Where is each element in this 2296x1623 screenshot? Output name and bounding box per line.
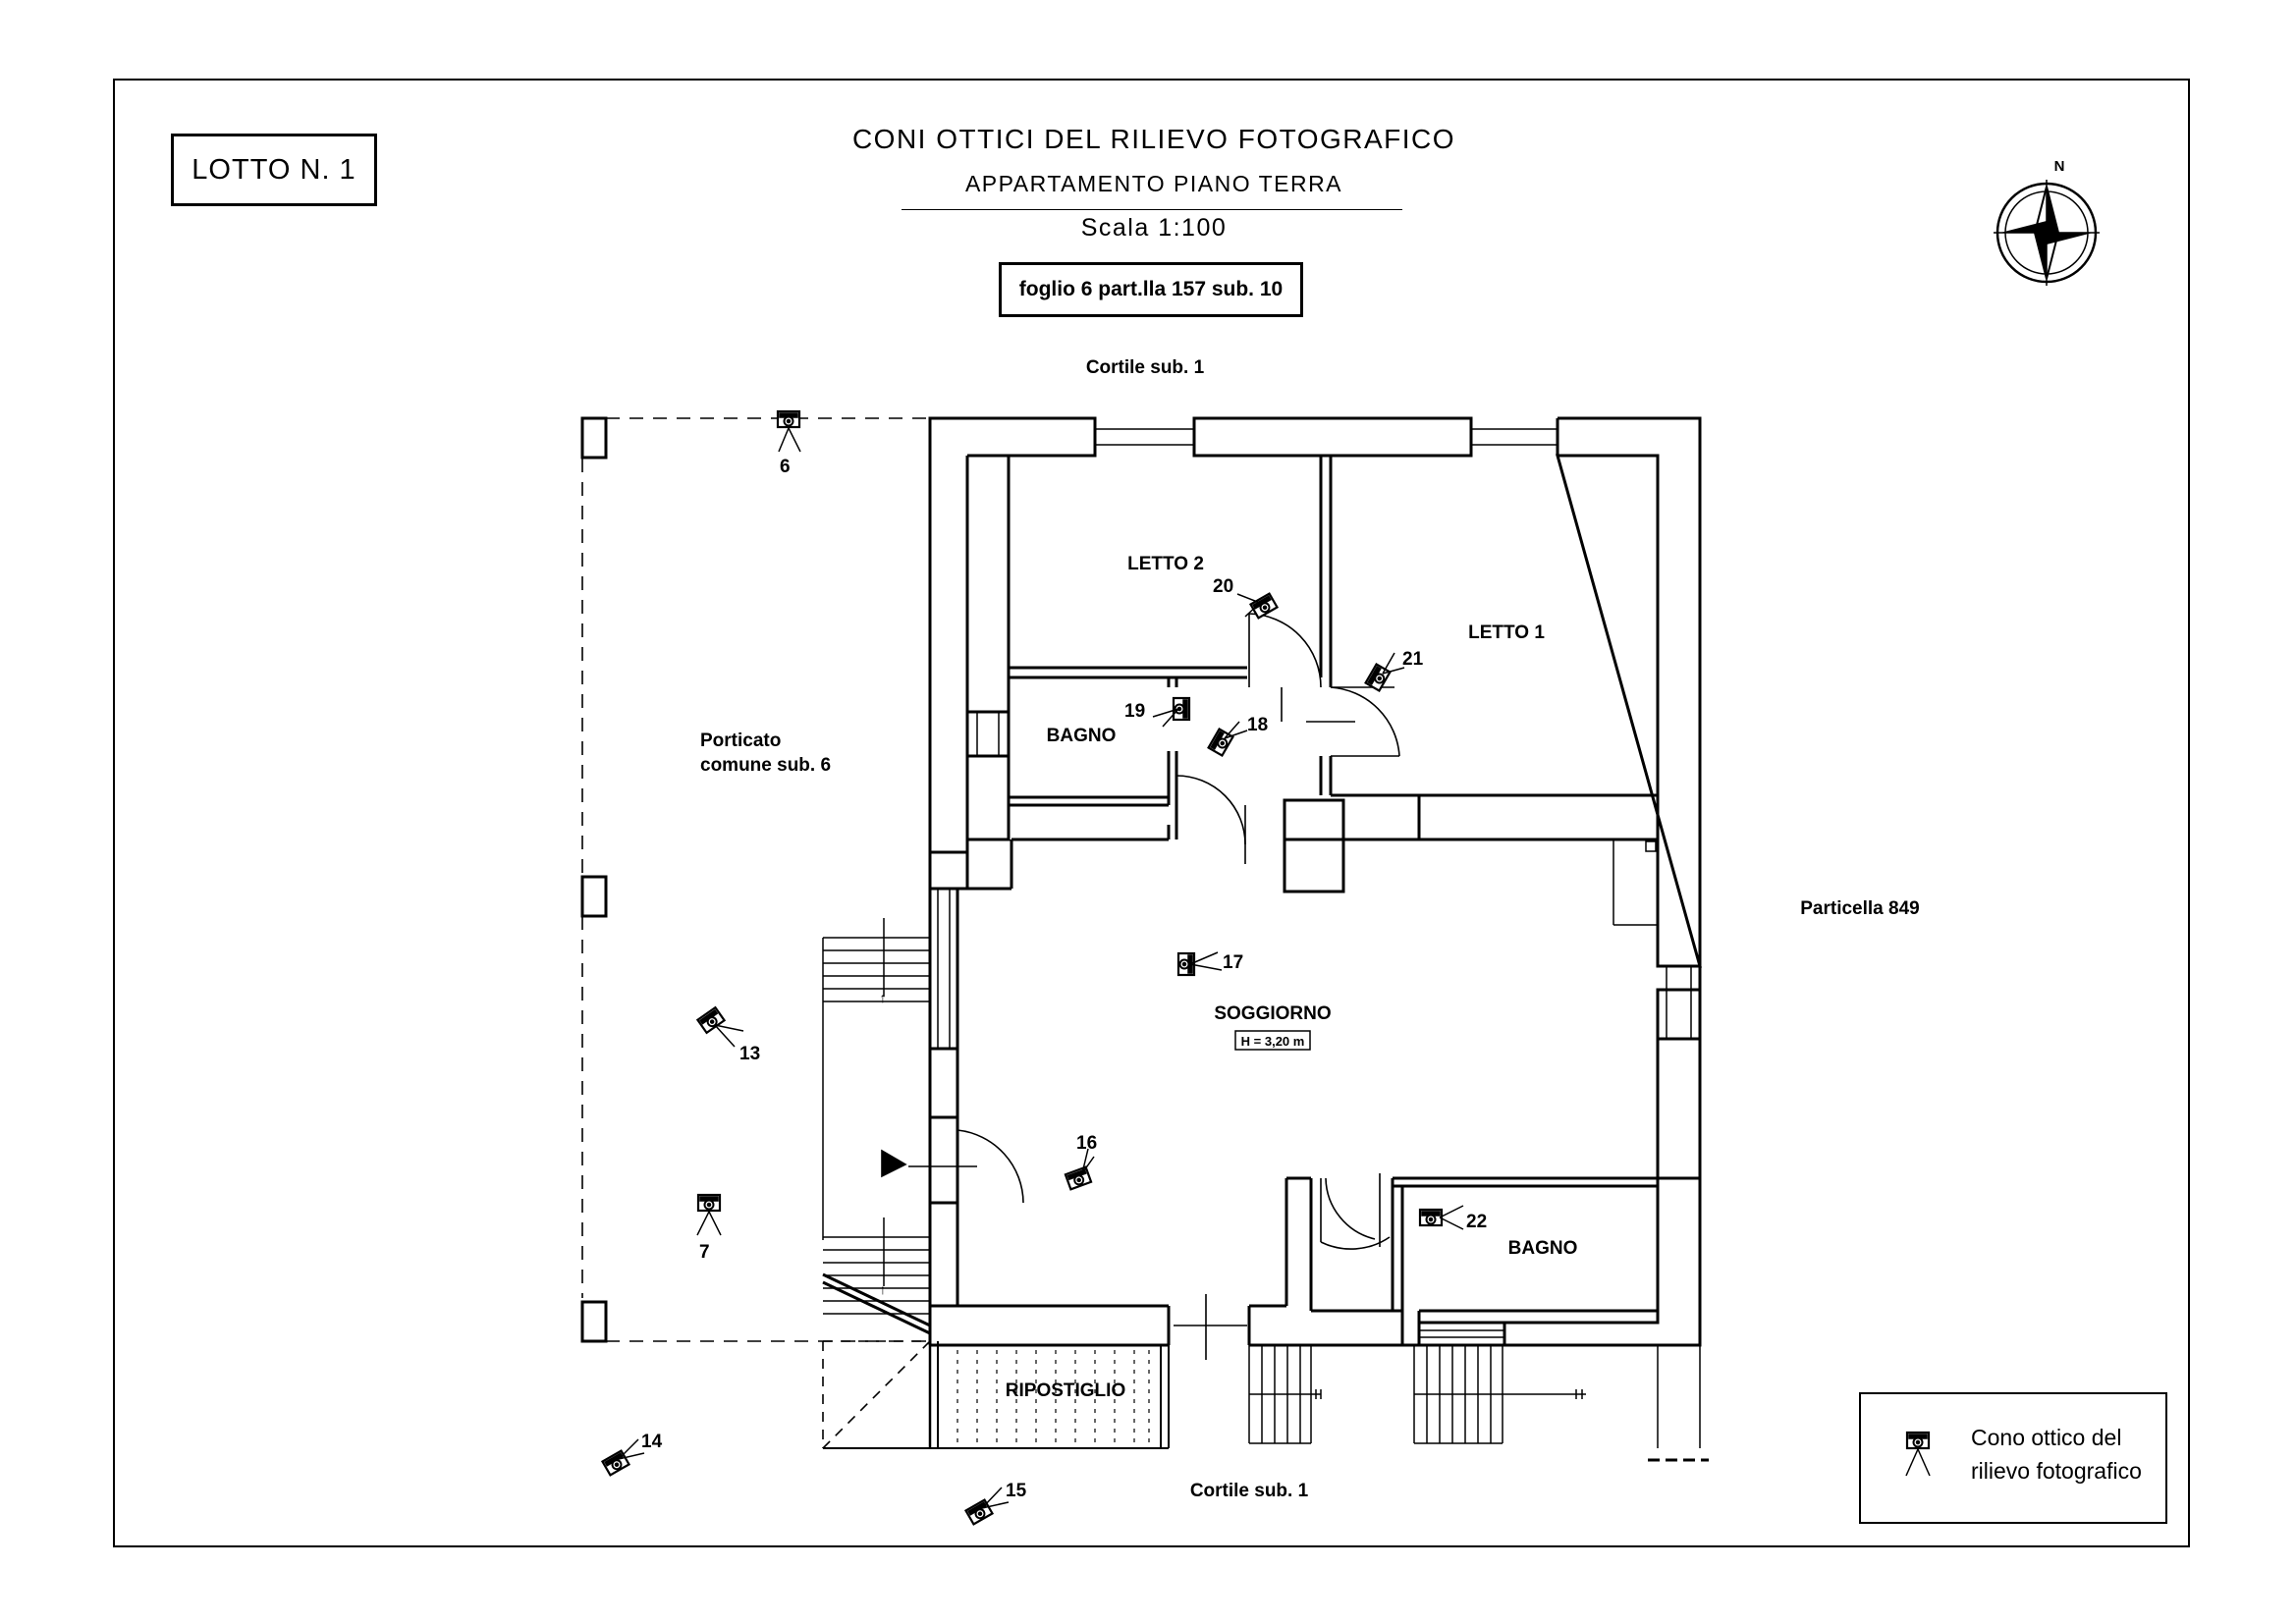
- lot-label: LOTTO N. 1: [171, 134, 377, 206]
- porticato-label-line2: comune sub. 6: [700, 755, 831, 776]
- walls: [928, 416, 1702, 1347]
- room-ripostiglio: RIPOSTIGLIO: [1006, 1380, 1125, 1401]
- title-underline: [902, 209, 1402, 210]
- legend-camera-icon: [1905, 1431, 1931, 1477]
- cortile-top-label: Cortile sub. 1: [1086, 357, 1205, 378]
- doors: [881, 613, 1400, 1360]
- camera-17: [1176, 951, 1223, 977]
- room-letto1: LETTO 1: [1468, 622, 1545, 643]
- room-bagno-small: BAGNO: [1047, 726, 1117, 746]
- camera-21: [1364, 652, 1405, 692]
- camera-label: 15: [1006, 1481, 1027, 1501]
- legend-text: Cono ottico del rilievo fotografico: [1971, 1421, 2142, 1488]
- camera-18: [1207, 721, 1248, 757]
- camera-19: [1152, 696, 1191, 728]
- camera-label: 6: [780, 457, 791, 477]
- drawing-subtitle: APPARTAMENTO PIANO TERRA: [964, 171, 1343, 196]
- legend-box: [1859, 1392, 2167, 1524]
- legend-line2: rilievo fotografico: [1971, 1458, 2142, 1484]
- camera-label: 17: [1223, 952, 1243, 973]
- stair-arrow-up: ↑: [880, 990, 887, 1005]
- legend-line1: Cono ottico del: [1971, 1425, 2122, 1450]
- camera-20: [1236, 592, 1279, 620]
- room-soggiorno-height: H = 3,20 m: [1241, 1034, 1305, 1049]
- drawing-frame: [113, 79, 2190, 1547]
- porticato-label-line1: Porticato: [700, 730, 781, 751]
- camera-label: 21: [1402, 649, 1424, 670]
- height-tag-box: [1234, 1030, 1311, 1051]
- particella-label: Particella 849: [1800, 898, 1919, 919]
- camera-7: [696, 1193, 722, 1236]
- camera-label: 18: [1247, 715, 1268, 735]
- stair-arrow-down: ↑: [880, 1281, 887, 1297]
- room-bagno: BAGNO: [1508, 1238, 1578, 1259]
- porticato-outline: [580, 416, 932, 1343]
- camera-22: [1418, 1205, 1464, 1230]
- room-soggiorno: SOGGIORNO: [1214, 1003, 1331, 1024]
- camera-label: 14: [641, 1432, 663, 1452]
- camera-label: 19: [1124, 701, 1145, 722]
- bottom-steps: [1248, 1345, 1709, 1462]
- camera-15: [964, 1487, 1010, 1526]
- camera-label: 16: [1076, 1133, 1097, 1154]
- camera-16: [1064, 1148, 1095, 1191]
- camera-label: 22: [1466, 1212, 1487, 1232]
- camera-label: 20: [1213, 576, 1233, 597]
- ripostiglio-outline: [822, 1340, 1170, 1449]
- cortile-bottom-label: Cortile sub. 1: [1190, 1481, 1309, 1501]
- north-arrow-icon: [1994, 180, 2100, 286]
- room-letto2: LETTO 2: [1127, 554, 1204, 574]
- camera-label: 13: [739, 1044, 760, 1064]
- camera-13: [696, 1006, 744, 1048]
- camera-14: [601, 1438, 645, 1477]
- left-staircase: [822, 918, 931, 1335]
- camera-6: [776, 409, 801, 453]
- cadastral-reference: foglio 6 part.lla 157 sub. 10: [999, 262, 1303, 317]
- drawing-title: CONI OTTICI DEL RILIEVO FOTOGRAFICO: [851, 124, 1456, 154]
- camera-label: 7: [699, 1242, 710, 1263]
- plan-walls: [928, 416, 1702, 1347]
- camera-labels: 6 7 13 14 15 16 17 18 19 20 21 22: [641, 457, 1487, 1501]
- drawing-scale: Scala 1:100: [1080, 214, 1228, 242]
- north-label: N: [2054, 158, 2065, 175]
